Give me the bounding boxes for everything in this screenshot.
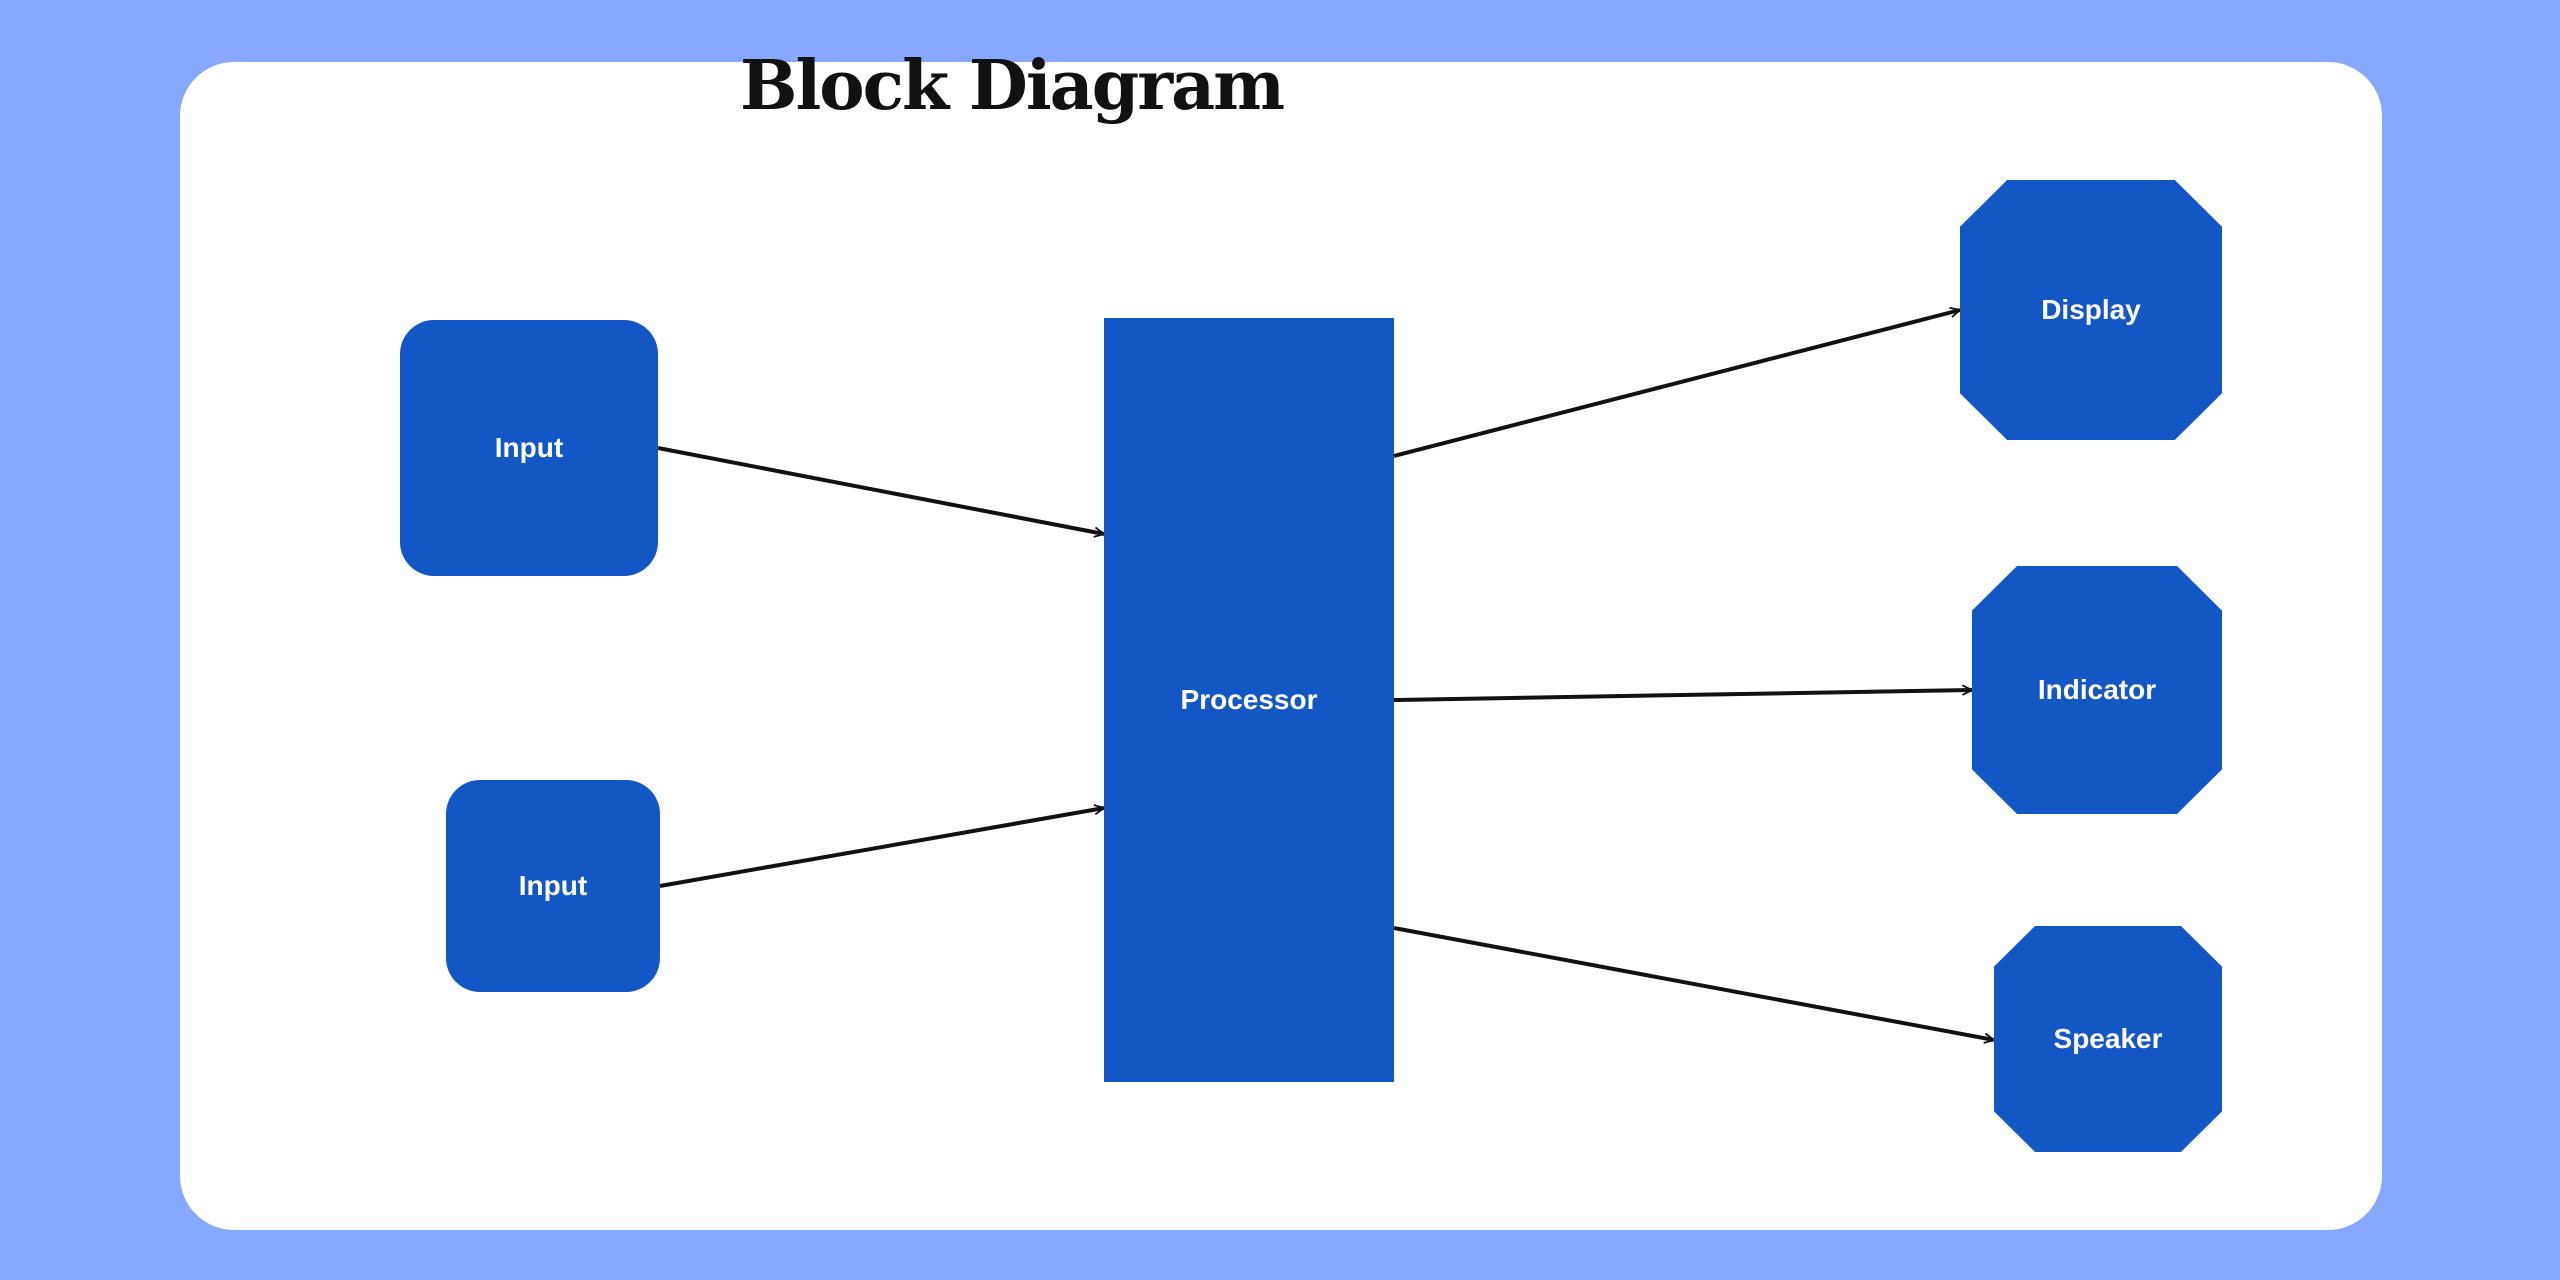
edge-processor-to-display [1393, 310, 1960, 458]
node-indicator-label: Indicator [2037, 674, 2157, 705]
node-input-bottom-label: Input [518, 870, 588, 901]
node-speaker[interactable]: Speaker [1994, 926, 2222, 1152]
node-input-bottom[interactable]: Input [446, 780, 660, 992]
node-speaker-label: Speaker [2053, 1023, 2163, 1054]
node-display[interactable]: Display [1960, 180, 2222, 440]
node-processor-label: Processor [1180, 684, 1318, 715]
edge-input-top-to-processor [657, 446, 1104, 534]
node-indicator[interactable]: Indicator [1972, 566, 2222, 814]
node-input-top-label: Input [494, 432, 564, 463]
edge-processor-to-speaker [1393, 926, 1994, 1040]
node-processor[interactable]: Processor [1104, 318, 1394, 1082]
node-input-top[interactable]: Input [400, 320, 658, 576]
diagram-title: Block Diagram [740, 46, 1285, 126]
edge-processor-to-indicator [1393, 690, 1972, 702]
node-display-label: Display [2041, 294, 2141, 325]
edge-input-bottom-to-processor [659, 808, 1104, 888]
